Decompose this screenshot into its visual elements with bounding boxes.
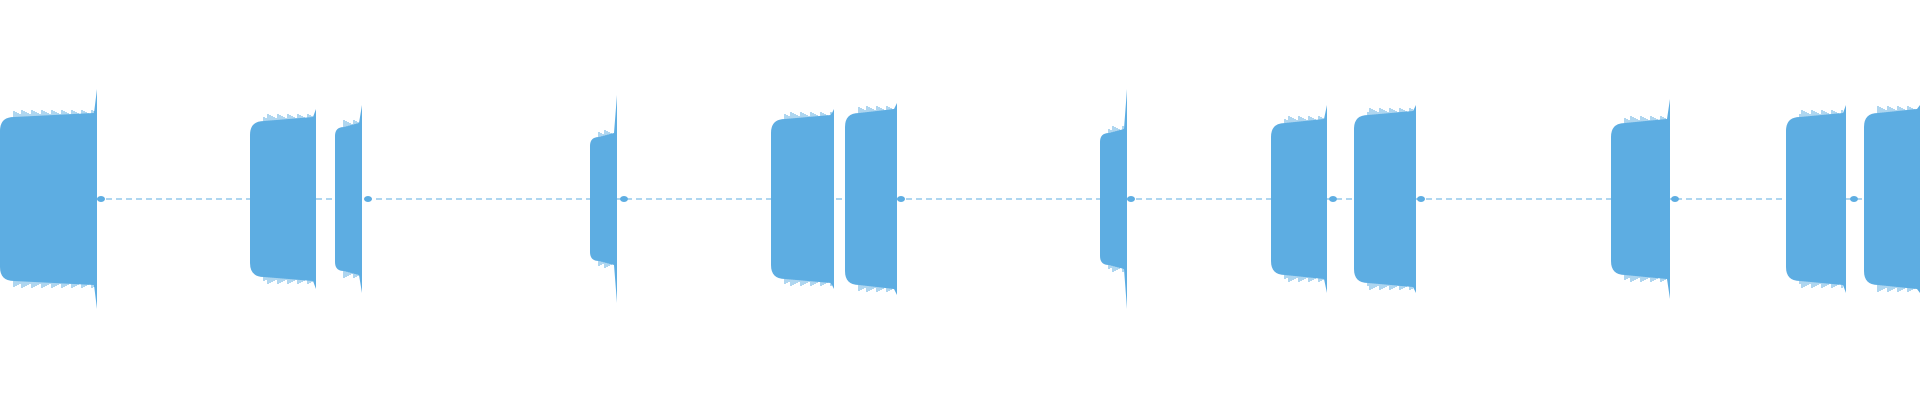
waveform-blip [897,196,905,202]
waveform-blip [1671,196,1679,202]
waveform-burst [590,95,617,303]
waveform-blip [1127,196,1135,202]
waveform-burst [1271,105,1327,293]
waveform-blip [364,196,372,202]
waveform-burst [1611,99,1670,299]
waveform-burst [1100,89,1127,309]
waveform-burst-texture [1799,110,1843,288]
waveform-burst-texture [13,110,95,288]
waveform-burst [335,105,362,293]
waveform-burst-texture [343,120,359,278]
waveform-blip [1850,196,1858,202]
waveform-blip [97,196,105,202]
waveform-blip [620,196,628,202]
waveform-burst-texture [1284,116,1324,282]
waveform-bursts [0,89,1920,309]
waveform-blip [1417,196,1425,202]
waveform-blip [1329,196,1337,202]
waveform-burst [1864,105,1920,293]
waveform-burst-texture [1108,126,1124,272]
waveform-burst-texture [1624,116,1668,282]
waveform-burst-texture [1367,108,1413,290]
waveform-burst-texture [263,114,313,284]
waveform-burst [250,109,316,289]
waveform-burst-texture [598,130,614,268]
waveform-burst [771,109,834,289]
waveform-burst-texture [1877,106,1917,292]
waveform-burst [845,103,897,295]
waveform-burst [1354,105,1416,293]
waveform-burst [1786,105,1846,293]
waveform-burst [0,89,97,309]
waveform-burst-texture [784,112,832,286]
waveform-burst-texture [858,106,894,292]
